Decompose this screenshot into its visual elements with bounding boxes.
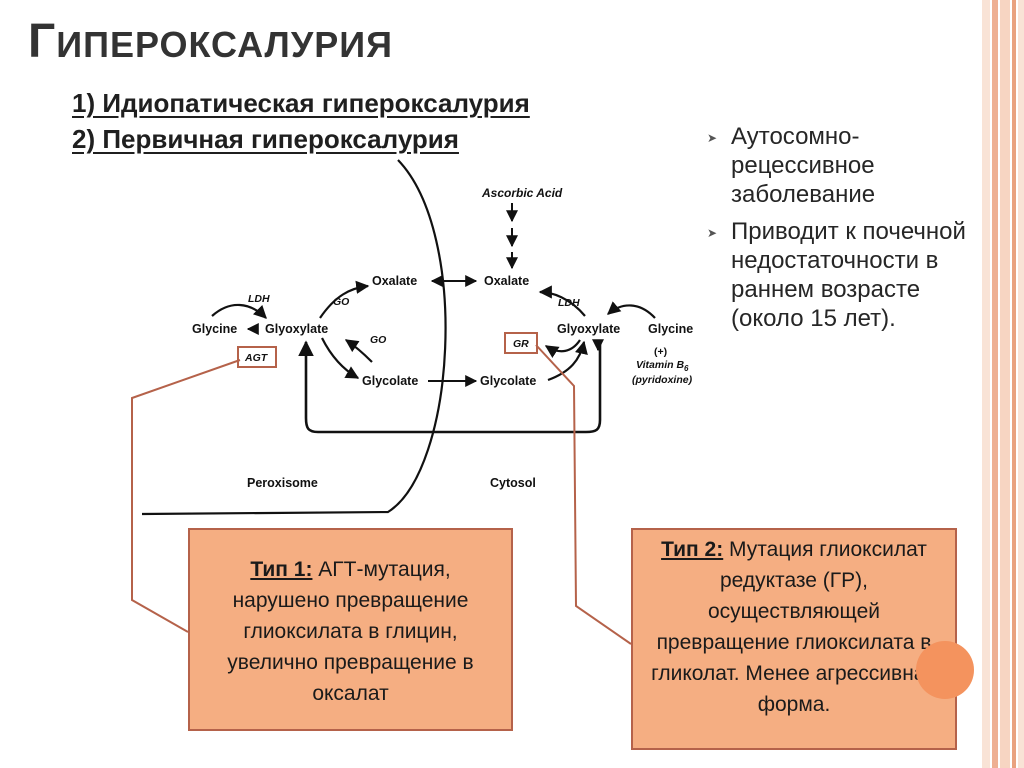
arrow-glyoxylate-glycolate-left <box>321 337 360 379</box>
label-glyoxylate-right: Glyoxylate <box>557 322 620 336</box>
label-cytosol: Cytosol <box>490 476 536 490</box>
subtitle-primary: 2) Первичная гипероксалурия <box>72 124 459 154</box>
type2-label: Тип 2: <box>661 538 724 561</box>
label-pyridoxine: (pyridoxine) <box>632 374 693 386</box>
bullet-text: Приводит к почечной недостаточности в ра… <box>731 218 966 332</box>
type1-box: Тип 1: АГТ-мутация, нарушено превращение… <box>188 528 513 731</box>
label-glycolate-left: Glycolate <box>362 374 418 388</box>
bullet-item: ➤ Приводит к почечной недостаточности в р… <box>707 217 967 333</box>
agt-enzyme-box <box>237 346 277 368</box>
label-oxalate-left: Oxalate <box>372 274 417 288</box>
type1-text: АГТ-мутация, нарушено превращение глиокс… <box>227 558 474 705</box>
peroxisome-membrane <box>141 159 447 516</box>
bullet-arrow-icon: ➤ <box>707 226 718 240</box>
title-first-letter: Г <box>28 15 57 68</box>
arrow-glyoxylate-loop <box>298 340 602 434</box>
label-vitamin-sub: 6 <box>684 364 689 373</box>
gr-enzyme-box <box>504 332 538 354</box>
bullet-arrow-icon: ➤ <box>707 131 718 145</box>
type1-label: Тип 1: <box>250 558 313 581</box>
arrow-ldh-right <box>538 285 586 317</box>
connector-type2 <box>535 344 632 645</box>
arrow-go-oxalate <box>319 280 370 319</box>
label-agt: AGT <box>244 352 269 364</box>
label-vitamin-plus: (+) <box>654 346 667 358</box>
label-peroxisome: Peroxisome <box>247 476 318 490</box>
bullet-text: Аутосомно-рецессивное заболевание <box>731 123 876 208</box>
label-ldh-left: LDH <box>248 293 270 305</box>
arrow-glycine-glyoxylate-right <box>606 301 656 319</box>
label-glycine-left: Glycine <box>192 322 237 336</box>
label-glyoxylate-left: Glyoxylate <box>265 322 328 336</box>
label-vitamin-b: Vitamin B <box>636 359 684 371</box>
arrow-gr <box>544 339 581 358</box>
label-gr: GR <box>513 338 529 350</box>
arrow-glycolate-glyoxylate-left <box>344 339 373 363</box>
label-go-mid: GO <box>370 334 386 346</box>
arrow-glycolate-glyoxylate-right <box>547 340 588 382</box>
type2-box: Тип 2: Мутация глиоксилат редуктазе (ГР)… <box>631 528 957 750</box>
slide-title: ГИПЕРОКСАЛУРИЯ <box>28 14 393 69</box>
bullet-item: ➤ Аутосомно-рецессивное заболевание <box>707 122 967 209</box>
connector-type1 <box>131 359 241 633</box>
label-glycine-right: Glycine <box>648 322 693 336</box>
title-rest: ИПЕРОКСАЛУРИЯ <box>56 24 393 65</box>
label-ldh-right: LDH <box>558 297 580 309</box>
label-glycolate-right: Glycolate <box>480 374 536 388</box>
label-ascorbic-acid: Ascorbic Acid <box>481 186 563 200</box>
decorative-circle <box>916 641 974 699</box>
arrow-ldh-left <box>211 303 267 319</box>
label-vitamin-b6: Vitamin B6 <box>636 359 689 373</box>
decorative-stripes <box>982 0 1024 768</box>
type2-text: Мутация глиоксилат редуктазе (ГР), осуще… <box>651 538 937 716</box>
label-go-top: GO <box>333 296 349 308</box>
label-oxalate-right: Oxalate <box>484 274 529 288</box>
bullet-list: ➤ Аутосомно-рецессивное заболевание ➤ Прив… <box>707 122 967 341</box>
subtitle-idiopathic: 1) Идиопатическая гипероксалурия <box>72 88 530 118</box>
